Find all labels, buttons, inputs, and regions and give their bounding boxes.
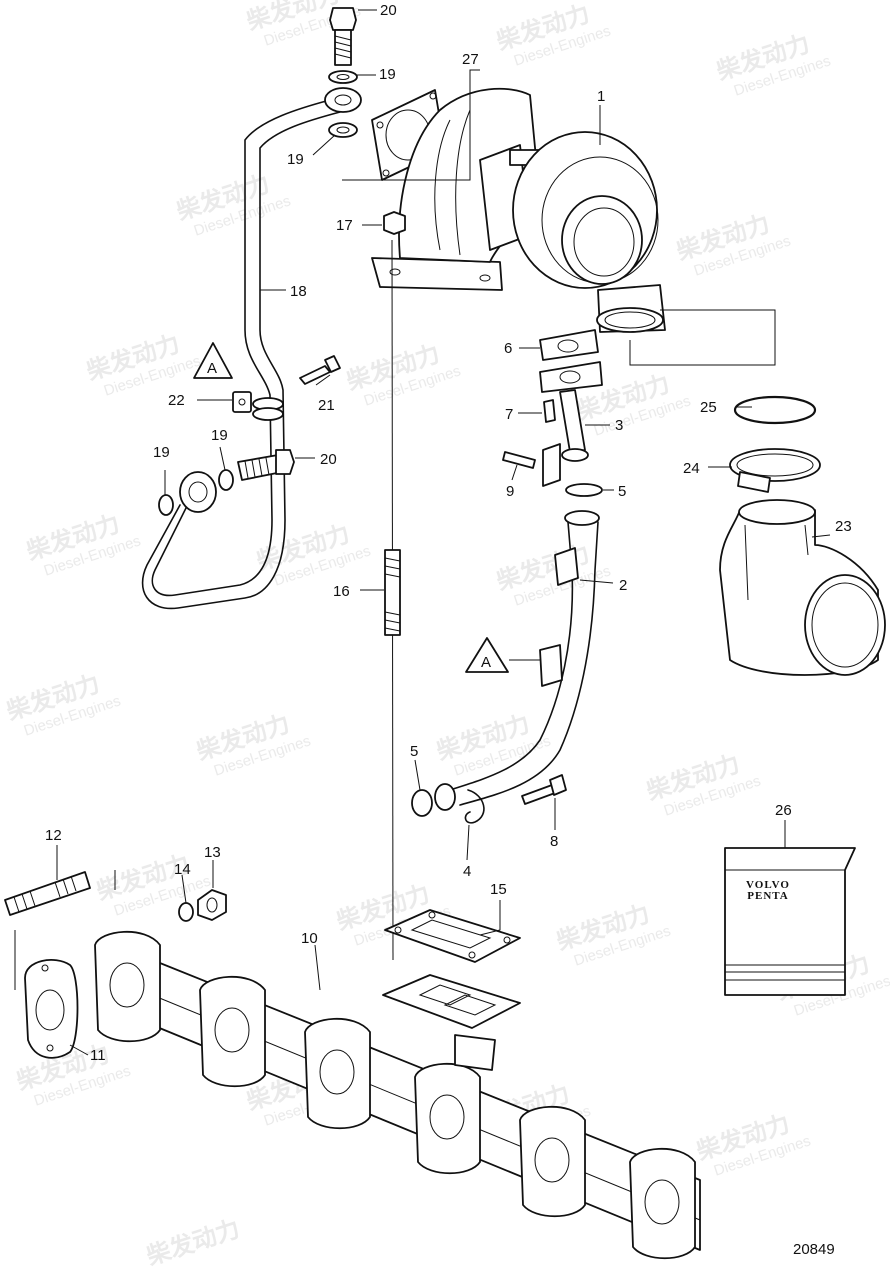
washer-19-upper <box>328 70 358 84</box>
exhaust-manifold-10 <box>94 930 701 1260</box>
marker-a-right: A <box>465 637 509 673</box>
washer-14 <box>178 902 194 922</box>
watermark-6: 柴发动力 Diesel-Engines <box>82 329 203 399</box>
callout-10: 10 <box>301 930 318 947</box>
callout-15: 15 <box>490 881 507 898</box>
o-ring-5-upper <box>565 483 603 497</box>
watermark-15: 柴发动力 Diesel-Engines <box>432 709 553 779</box>
bolt-9 <box>502 451 536 469</box>
watermark-14: 柴发动力 Diesel-Engines <box>192 709 313 779</box>
oil-feed-pipe <box>141 87 362 610</box>
callout-8: 8 <box>550 833 558 850</box>
callout-3: 3 <box>615 417 623 434</box>
gasket-6 <box>539 329 599 361</box>
manifold-gasket-11 <box>24 959 79 1059</box>
callout-9: 9 <box>506 483 514 500</box>
callout-17: 17 <box>336 217 353 234</box>
stud-16 <box>384 239 401 961</box>
callout-13: 13 <box>204 844 221 861</box>
callout-19-mid: 19 <box>287 151 304 168</box>
callout-26: 26 <box>775 802 792 819</box>
callout-14: 14 <box>174 861 191 878</box>
callout-19-left: 19 <box>153 444 170 461</box>
watermark-9: 柴发动力 Diesel-Engines <box>22 509 143 579</box>
callout-labels: 20 19 27 1 19 17 18 6 22 21 25 7 3 19 19… <box>45 2 852 1064</box>
svg-text:柴发动力: 柴发动力 <box>142 1214 243 1271</box>
callout-6: 6 <box>504 340 512 357</box>
marker-a-left: A <box>193 342 233 379</box>
watermark-16: 柴发动力 Diesel-Engines <box>642 749 763 819</box>
watermark-5: 柴发动力 Diesel-Engines <box>672 209 793 279</box>
callout-11: 11 <box>90 1047 106 1064</box>
pipe-clamp <box>232 355 341 421</box>
watermark-17: 柴发动力 Diesel-Engines <box>92 849 213 919</box>
oil-return-pipe-lower <box>434 510 600 811</box>
washer-19-lower <box>328 122 358 138</box>
manifold-flange-plate <box>382 974 521 1029</box>
watermark-3: 柴发动力 Diesel-Engines <box>712 29 833 99</box>
callout-24: 24 <box>683 460 700 477</box>
bolt-8 <box>521 774 567 805</box>
leader-lines <box>56 9 831 1056</box>
oil-return-pipe-upper <box>539 361 603 487</box>
hose-clamp-24 <box>729 448 821 493</box>
nut-17 <box>383 211 406 235</box>
watermark-2: 柴发动力 Diesel-Engines <box>492 0 613 70</box>
o-ring-5-lower <box>411 789 433 817</box>
gasket-kit-26: VOLVO PENTA <box>724 847 856 996</box>
watermark-13: 柴发动力 Diesel-Engines <box>2 669 123 739</box>
callout-20-lower: 20 <box>320 451 337 468</box>
callout-27: 27 <box>462 51 479 68</box>
banjo-bolt-top <box>329 7 357 66</box>
callout-18: 18 <box>290 283 307 300</box>
clip-4 <box>464 789 485 824</box>
callout-23: 23 <box>835 518 852 535</box>
watermark-24: 柴发动力 Diesel-Engines <box>692 1109 813 1179</box>
watermark-19: 柴发动力 Diesel-Engines <box>552 899 673 969</box>
callout-12: 12 <box>45 827 62 844</box>
callout-20-top: 20 <box>380 2 397 19</box>
callout-25: 25 <box>700 399 717 416</box>
o-ring-25 <box>733 395 817 425</box>
callout-5-lower: 5 <box>410 743 418 760</box>
svg-text:A: A <box>481 654 491 671</box>
callout-19-left2: 19 <box>211 427 228 444</box>
svg-text:A: A <box>207 360 217 377</box>
washer-19-c <box>218 469 234 491</box>
turbocharger <box>371 87 666 333</box>
banjo-bolt-lower <box>237 449 295 481</box>
callout-19-top: 19 <box>379 66 396 83</box>
watermark-7: 柴发动力 Diesel-Engines <box>342 339 463 409</box>
figure-number: 20849 <box>793 1241 835 1258</box>
callout-16: 16 <box>333 583 350 600</box>
watermark-25: 柴发动力 <box>142 1214 243 1271</box>
nut-13 <box>197 889 227 921</box>
callout-5-upper: 5 <box>618 483 626 500</box>
stud-12 <box>4 871 91 916</box>
callout-7: 7 <box>505 406 513 423</box>
callout-22: 22 <box>168 392 185 409</box>
watermark-4: 柴发动力 Diesel-Engines <box>172 169 293 239</box>
callout-2: 2 <box>619 577 627 594</box>
bolt-7 <box>543 399 556 423</box>
callout-4: 4 <box>463 863 471 880</box>
intake-hose-23 <box>719 499 886 676</box>
washer-19-d <box>158 494 174 516</box>
callout-1: 1 <box>597 88 605 105</box>
kit-label-penta: PENTA <box>747 890 788 902</box>
kit-label-volvo: VOLVO <box>746 879 790 891</box>
callout-21: 21 <box>318 397 335 414</box>
gasket-15 <box>384 909 521 963</box>
